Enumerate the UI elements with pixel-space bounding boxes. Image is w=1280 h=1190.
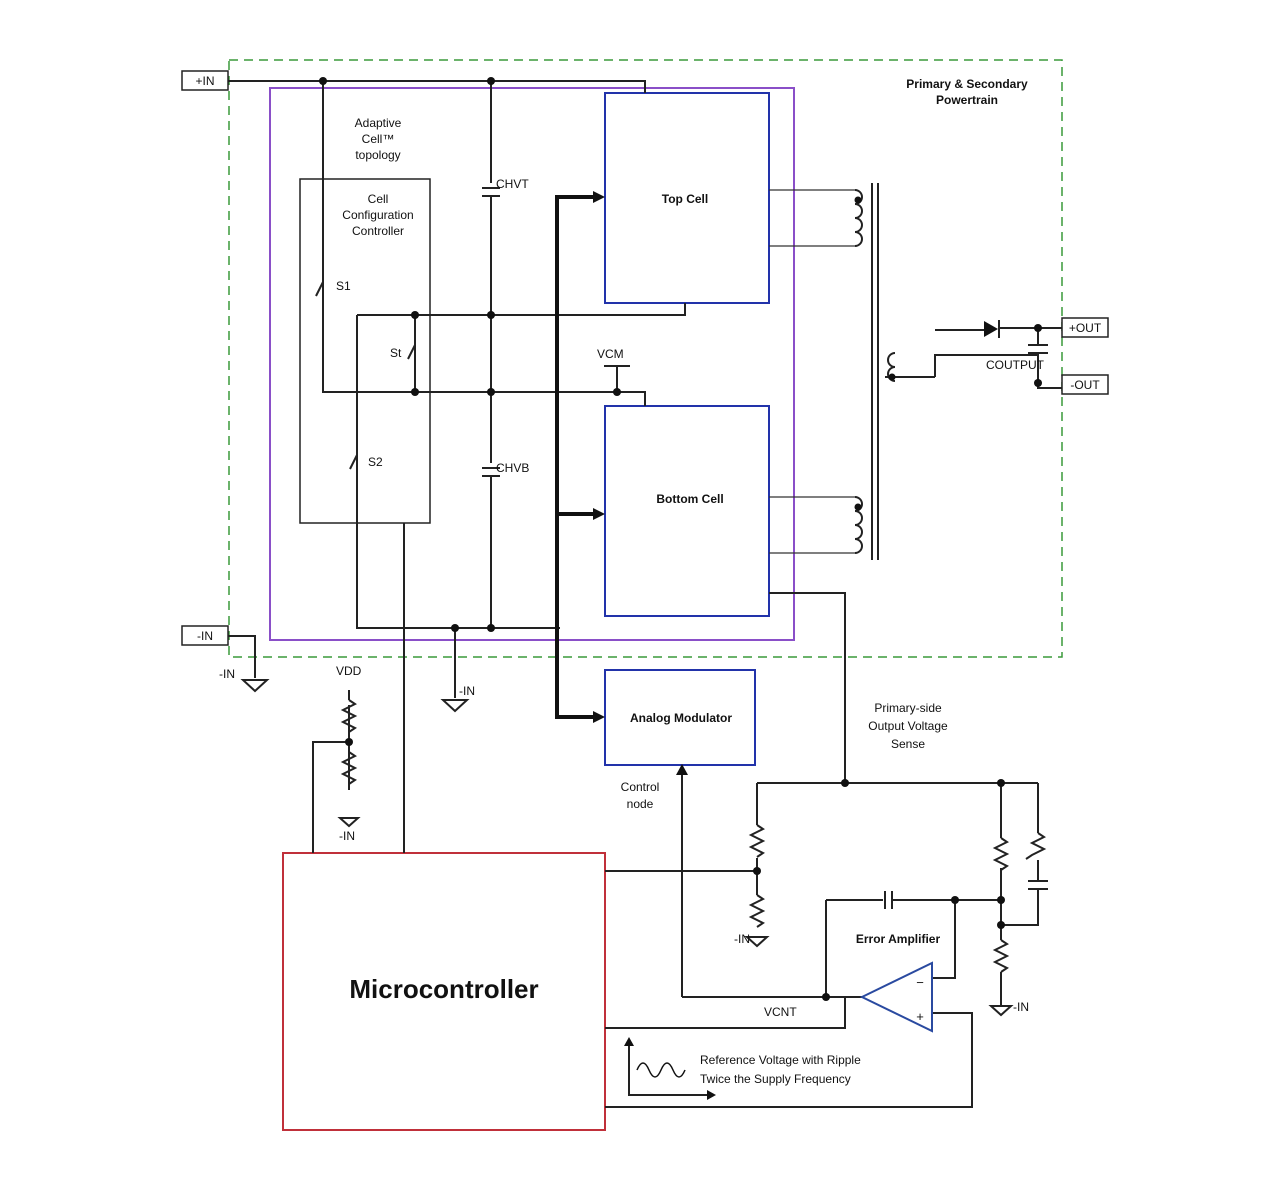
analog-modulator-block — [604, 669, 756, 766]
text-line: Output Voltage — [868, 719, 948, 733]
control-node-arrow — [676, 764, 688, 775]
switch-s1: S1 — [315, 279, 351, 297]
microcontroller-label: Microcontroller — [349, 974, 538, 1004]
minus-out-label: -OUT — [1070, 378, 1100, 392]
vcm-node: VCM — [597, 347, 630, 367]
plus-out-label: +OUT — [1069, 321, 1102, 335]
text-line: Sense — [891, 737, 925, 751]
text-line: node — [627, 797, 654, 811]
svg-text:CHVT: CHVT — [496, 177, 529, 191]
svg-text:-IN: -IN — [219, 667, 235, 681]
capacitor-feedback — [884, 891, 893, 909]
text-line: Cell™ — [362, 132, 395, 146]
minus-out-terminal — [1061, 374, 1109, 395]
capacitor-chvt: CHVT — [482, 177, 529, 197]
microcontroller-block — [282, 852, 606, 1131]
capacitor-chvb: CHVB — [482, 461, 529, 477]
cell-config-controller-box — [299, 178, 431, 524]
switch-st: St — [390, 344, 416, 360]
bottom-cell-block — [604, 405, 770, 617]
svg-text:S1: S1 — [336, 279, 351, 293]
svg-text:+: + — [916, 1009, 924, 1024]
powertrain-region — [228, 59, 1063, 658]
ripple-waveform-icon — [624, 1037, 716, 1100]
svg-text:-IN: -IN — [734, 932, 750, 946]
top-cell-block — [604, 92, 770, 304]
svg-text:St: St — [390, 346, 402, 360]
control-node-label: Control node — [621, 780, 660, 811]
text-line: Primary & Secondary — [906, 77, 1028, 91]
switch-s2: S2 — [349, 454, 383, 470]
text-line: topology — [355, 148, 400, 162]
transformer — [854, 183, 896, 560]
text-line: Primary-side — [874, 701, 942, 715]
svg-text:CHVB: CHVB — [496, 461, 529, 475]
vcnt-label: VCNT — [764, 1005, 797, 1019]
svg-text:-IN: -IN — [459, 684, 475, 698]
output-diode — [984, 320, 1000, 338]
svg-text:-IN: -IN — [1013, 1000, 1029, 1014]
text-line: Powertrain — [936, 93, 998, 107]
wires — [228, 80, 1062, 1108]
text-line: Twice the Supply Frequency — [700, 1072, 851, 1086]
vdd-label: VDD — [336, 664, 362, 678]
analog-modulator-label: Analog Modulator — [630, 711, 732, 725]
text-line: Adaptive — [355, 116, 402, 130]
capacitor-coutput: COUTPUT — [986, 344, 1048, 372]
text-line: Controller — [352, 224, 404, 238]
ground-symbols: -IN -IN -IN -IN -IN — [219, 667, 1029, 1017]
capacitor-divider — [1028, 880, 1048, 890]
junction-dots — [319, 77, 1042, 1001]
svg-text:VCM: VCM — [597, 347, 624, 361]
top-cell-label: Top Cell — [662, 192, 708, 206]
minus-in-label: -IN — [197, 629, 213, 643]
svg-text:Error Amplifier: Error Amplifier — [856, 932, 941, 946]
bottom-cell-label: Bottom Cell — [656, 492, 723, 506]
svg-text:COUTPUT: COUTPUT — [986, 358, 1045, 372]
adaptive-cell-region — [269, 87, 795, 641]
resistors — [340, 699, 1047, 973]
text-line: Control — [621, 780, 660, 794]
error-amplifier: − + Error Amplifier — [856, 932, 941, 1033]
text-line: Cell — [368, 192, 389, 206]
svg-text:S2: S2 — [368, 455, 383, 469]
text-line: Reference Voltage with Ripple — [700, 1053, 861, 1067]
plus-in-label: +IN — [195, 74, 214, 88]
svg-text:−: − — [916, 975, 924, 990]
text-line: Configuration — [342, 208, 413, 222]
control-bus — [555, 191, 605, 723]
svg-text:-IN: -IN — [339, 829, 355, 843]
